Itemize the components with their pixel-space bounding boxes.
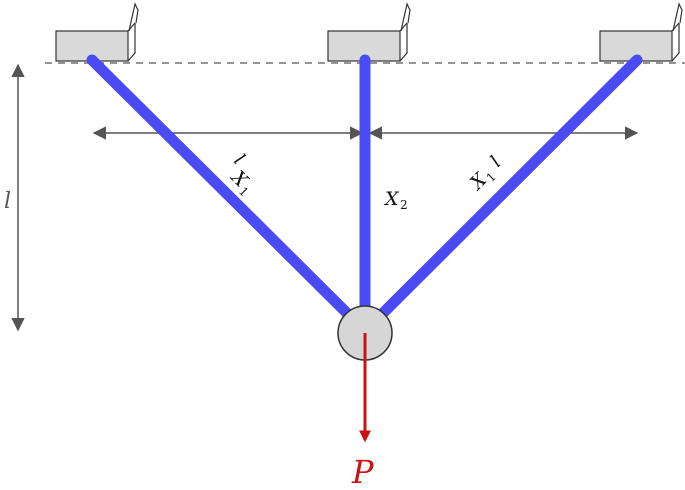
left-support (55, 2, 139, 62)
left-bar (86, 54, 370, 336)
height-label: l (4, 189, 11, 214)
right-support (599, 2, 683, 62)
middle-bar-force-label: X (383, 188, 400, 210)
right-bar-length-label: l (486, 152, 505, 171)
right-bar (360, 54, 643, 336)
load-label: P (351, 453, 374, 490)
middle-support (327, 2, 411, 62)
left-bar-length-label: l (230, 150, 249, 169)
middle-bar-force-index: 2 (400, 198, 408, 212)
middle-bar-labels: X 2 (383, 188, 408, 212)
